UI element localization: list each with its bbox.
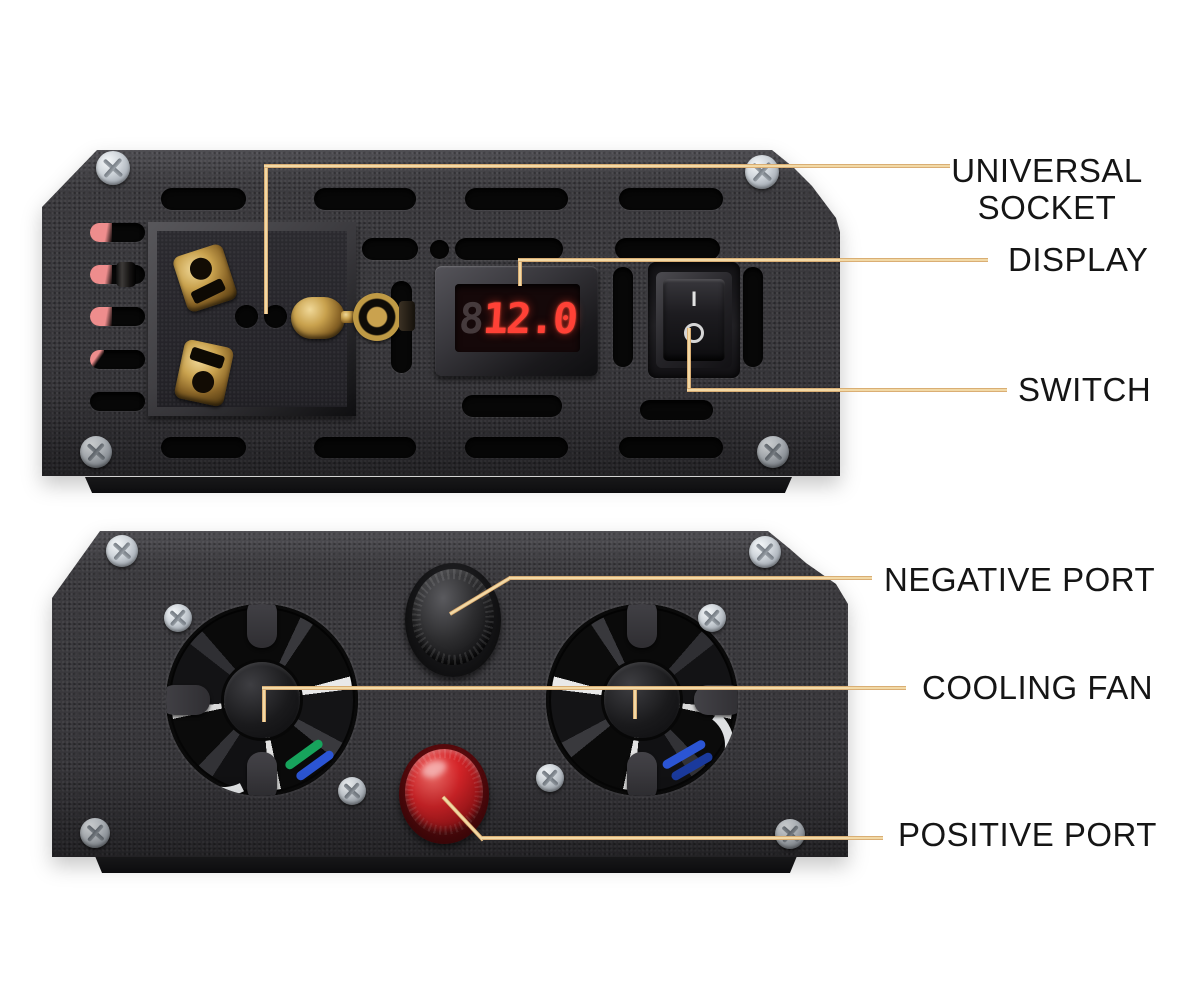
leader-universal-socket: [264, 164, 950, 168]
leader-display: [518, 258, 988, 262]
fan-grille-tab: [627, 752, 657, 796]
leader-negative: [509, 576, 872, 580]
front-unit-base: [85, 477, 792, 493]
socket-contact-top-left: [171, 242, 239, 314]
screw-icon: [80, 818, 110, 848]
screw-icon: [745, 155, 779, 189]
socket-contact-clip: [399, 301, 415, 331]
vent-slot: [619, 437, 723, 458]
label-display: DISPLAY: [1008, 241, 1149, 278]
switch-off-symbol: [684, 323, 704, 343]
fan-grille-tab: [247, 604, 277, 648]
fan-hub: [604, 662, 680, 738]
vent-slot-vertical: [743, 267, 763, 367]
leader-display-vertical: [518, 258, 522, 286]
display-unlit-digit: 8: [457, 293, 485, 343]
power-switch-frame: I: [656, 272, 732, 368]
leader-cooling-fan: [262, 686, 906, 690]
label-cooling-fan: COOLING FAN: [922, 669, 1154, 706]
socket-contact-ring: [353, 293, 401, 341]
vent-slot: [465, 188, 568, 210]
vent-hole: [430, 240, 449, 259]
leader-switch: [687, 388, 1007, 392]
screw-icon: [106, 535, 138, 567]
vent-slot-vertical: [613, 267, 633, 367]
screw-icon: [775, 819, 805, 849]
leader-positive: [482, 836, 883, 840]
socket-pin-hole: [264, 305, 287, 328]
screw-icon: [698, 604, 726, 632]
fan-grille-tab: [247, 752, 277, 796]
vent-slot-red: [90, 223, 145, 242]
leader-fan-left-drop: [262, 688, 266, 722]
switch-on-symbol: I: [691, 288, 697, 311]
vent-slot: [455, 238, 563, 260]
screw-icon: [96, 151, 130, 185]
fan-grille-tab: [627, 604, 657, 648]
screw-icon: [749, 536, 781, 568]
label-universal-socket: UNIVERSAL SOCKET: [940, 152, 1154, 226]
leader-universal-socket-vertical: [264, 166, 268, 314]
positive-port-terminal: [399, 744, 489, 844]
label-universal-socket-line1: UNIVERSAL: [951, 152, 1143, 189]
universal-socket: [148, 222, 415, 416]
power-switch: I: [648, 262, 740, 378]
back-unit-base: [95, 856, 797, 873]
label-switch: SWITCH: [1018, 371, 1152, 408]
socket-contact-bottom-left: [173, 338, 235, 408]
vent-slot: [314, 437, 416, 458]
fan-grille-tab: [694, 685, 738, 715]
internal-wire: [116, 262, 137, 287]
vent-slot: [362, 238, 418, 260]
socket-contact-connector: [341, 311, 355, 323]
leader-switch-vertical: [687, 328, 691, 390]
label-negative-port: NEGATIVE PORT: [884, 561, 1156, 598]
positive-port-knob: [405, 749, 483, 835]
label-positive-port: POSITIVE PORT: [898, 816, 1157, 853]
vent-slot-red: [90, 307, 145, 326]
vent-slot: [161, 188, 246, 210]
vent-slot: [615, 238, 720, 260]
power-switch-rocker: I: [663, 279, 725, 361]
label-universal-socket-line2: SOCKET: [977, 189, 1117, 226]
fan-grille-tab: [166, 685, 210, 715]
socket-contact-center-oval: [291, 297, 345, 339]
screw-icon: [757, 436, 789, 468]
terminal-knurling: [412, 569, 494, 665]
display-reading: 12.0: [480, 293, 578, 343]
cooling-fan-right: [546, 604, 738, 796]
vent-slot: [619, 188, 723, 210]
vent-slot: [640, 400, 713, 420]
socket-pin-hole: [235, 305, 258, 328]
universal-socket-face: [157, 231, 415, 408]
vent-slot: [90, 392, 145, 411]
vent-slot-red: [90, 350, 145, 369]
screw-icon: [338, 777, 366, 805]
screw-icon: [164, 604, 192, 632]
vent-slot-red: [90, 262, 145, 287]
screw-icon: [536, 764, 564, 792]
negative-port-knob: [412, 569, 494, 665]
vent-slot: [161, 437, 246, 458]
vent-slot: [314, 188, 416, 210]
screw-icon: [80, 436, 112, 468]
vent-slot: [465, 437, 568, 458]
negative-port-terminal: [405, 563, 501, 677]
vent-slot: [462, 395, 562, 417]
leader-fan-right-drop: [633, 688, 637, 719]
